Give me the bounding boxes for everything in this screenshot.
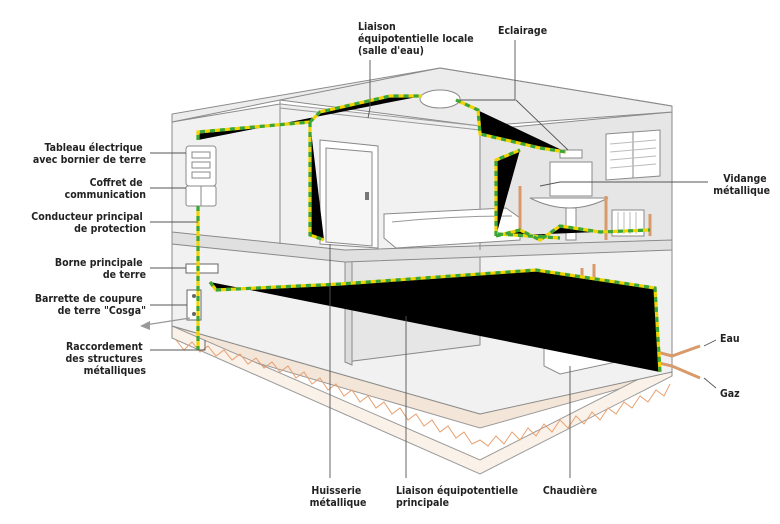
ground-zigzag [175, 339, 671, 447]
label-liaison-principale: Liaison équipotentielle principale [396, 485, 521, 509]
label-chaudiere: Chaudière [543, 485, 597, 497]
window [605, 129, 661, 181]
label-vidange: Vidange métallique [713, 173, 770, 197]
label-conducteur: Conducteur principal de protection [31, 211, 146, 235]
earth-arrow [144, 317, 191, 326]
label-coffret: Coffret de communication [65, 177, 146, 201]
earth-arrow-head [140, 321, 150, 330]
wall-light [559, 149, 583, 159]
label-gaz: Gaz [720, 388, 740, 400]
label-huisserie: Huisserie métallique [310, 485, 367, 509]
label-barrette: Barrette de coupure de terre "Cosga" [35, 293, 146, 317]
metal-door-frame [319, 139, 379, 249]
electrical-panel [185, 145, 217, 187]
earth-conductor [196, 94, 662, 374]
label-tableau: Tableau électrique avec bornier de terre [33, 142, 146, 166]
ceiling-lamp [419, 89, 461, 109]
label-liaison-locale: Liaison équipotentielle locale (salle d'… [358, 21, 477, 57]
label-raccordement: Raccordement des structures métalliques [66, 341, 147, 377]
leader-lines [150, 40, 717, 478]
label-eclairage: Eclairage [498, 25, 547, 37]
main-earth-terminal [185, 263, 219, 274]
label-eau: Eau [720, 333, 740, 345]
communication-box [185, 185, 217, 207]
label-borne: Borne principale de terre [55, 257, 146, 281]
washbasin [529, 161, 609, 241]
